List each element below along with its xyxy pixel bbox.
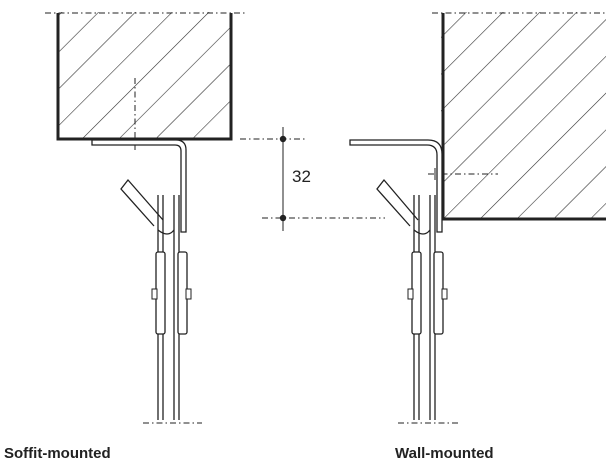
wall-clamp-knob-left (407, 288, 414, 300)
dimension-value: 32 (292, 167, 311, 186)
dimension-dot-top (279, 135, 287, 143)
soffit-mounted-detail (45, 12, 245, 424)
label-wall-mounted: Wall-mounted (395, 445, 494, 462)
dimension-dot-bottom (279, 214, 287, 222)
soffit-ceiling-block (56, 12, 233, 141)
soffit-hook-arm (120, 178, 164, 227)
soffit-clamp-knob-left (151, 288, 158, 300)
wall-clip-bend (413, 229, 431, 235)
label-soffit-mounted: Soffit-mounted (4, 445, 111, 462)
wall-clamp-knob-right (441, 288, 448, 300)
wall-hook-arm (376, 178, 419, 227)
soffit-clip-bend (157, 229, 175, 235)
soffit-bracket (91, 139, 187, 233)
dimension-32: 32 (240, 127, 385, 231)
wall-block (441, 12, 606, 221)
wall-mounted-detail (349, 12, 606, 424)
soffit-clamp-knob-right (185, 288, 192, 300)
wall-bracket (349, 139, 443, 233)
